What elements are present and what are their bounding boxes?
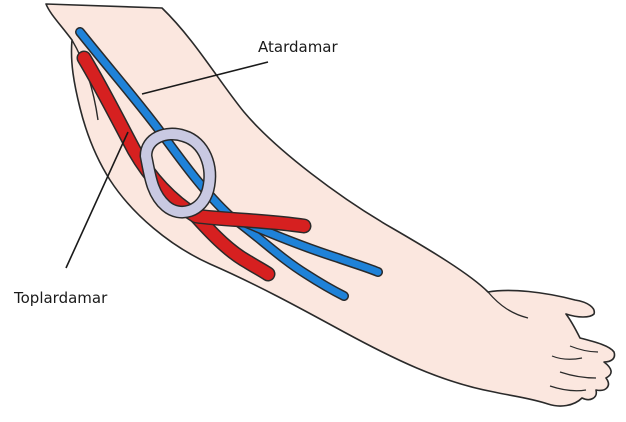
arm-outline — [46, 4, 615, 406]
vein-label: Toplardamar — [13, 289, 108, 307]
artery-label: Atardamar — [258, 38, 338, 56]
